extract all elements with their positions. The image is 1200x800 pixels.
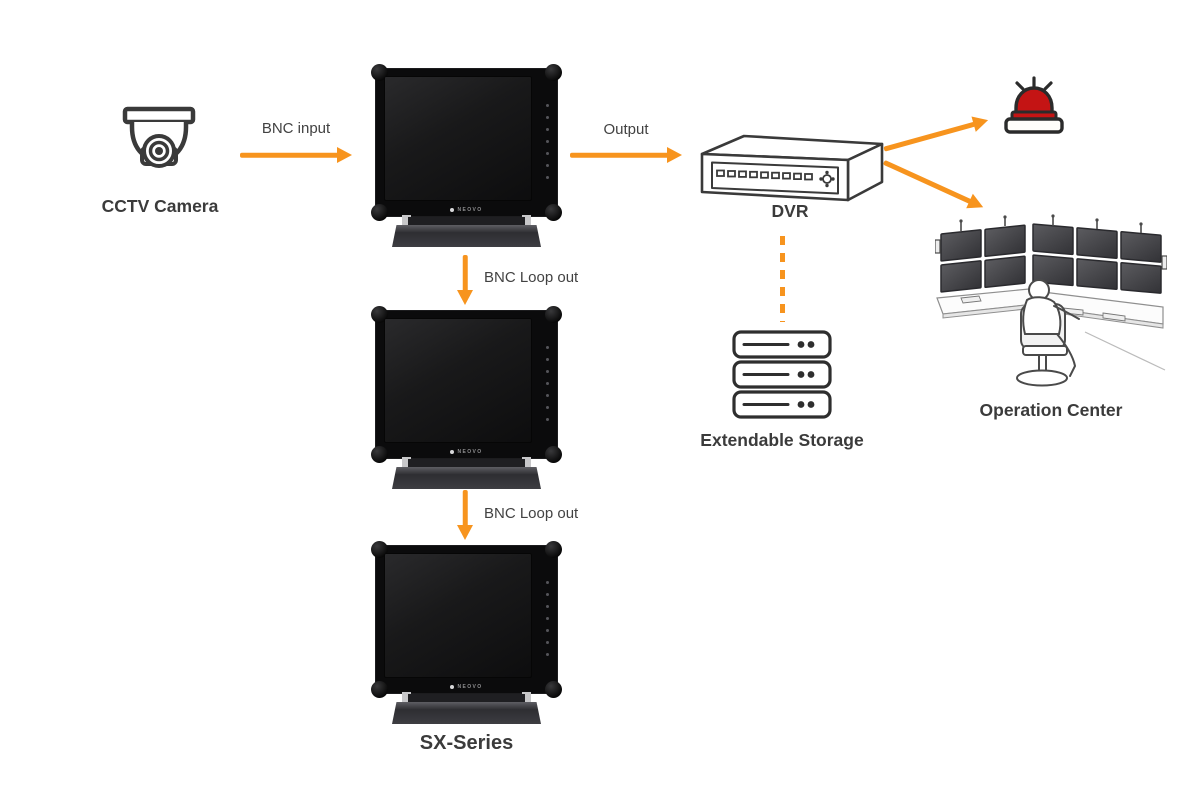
monitor-bezel: NEOVO <box>371 64 562 221</box>
stand-hinge <box>522 692 531 702</box>
arrow-head <box>667 147 682 163</box>
sx-monitor-middle: NEOVO <box>371 306 562 489</box>
storage-node <box>732 330 832 425</box>
brand-logo: NEOVO <box>375 207 558 213</box>
brand-logo: NEOVO <box>375 449 558 455</box>
stand-hinge <box>402 215 411 225</box>
bnc-loop-out-1-arrow <box>457 255 473 305</box>
corner-knob <box>545 64 562 81</box>
corner-knob <box>545 446 562 463</box>
corner-knob <box>371 306 388 323</box>
arrow-shaft <box>462 255 468 292</box>
corner-knob <box>371 446 388 463</box>
dvr-to-storage-dashed-line <box>780 236 785 322</box>
corner-knob <box>545 681 562 698</box>
arrow-head <box>337 147 352 163</box>
bnc-loop-out-2-arrow <box>457 490 473 540</box>
brand-logo-icon <box>450 208 455 212</box>
arrow-shaft <box>883 159 973 204</box>
output-label: Output <box>603 121 649 138</box>
arrow-shaft <box>462 490 468 527</box>
monitor-control-buttons <box>546 346 549 421</box>
monitor-screen <box>384 76 532 201</box>
corner-knob <box>545 306 562 323</box>
arrow-shaft <box>883 121 977 152</box>
monitor-screen <box>384 318 532 443</box>
brand-logo-icon <box>450 450 455 454</box>
stand-hinge <box>522 215 531 225</box>
corner-knob <box>371 681 388 698</box>
monitor-control-buttons <box>546 581 549 656</box>
server-stack-icon <box>732 330 832 419</box>
alarm-node <box>1003 70 1065 141</box>
corner-knob <box>545 204 562 221</box>
corner-knob <box>371 204 388 221</box>
stand-hinge <box>522 457 531 467</box>
dvr-box-icon <box>700 134 884 202</box>
corner-knob <box>371 64 388 81</box>
siren-alarm-icon <box>1004 76 1064 134</box>
monitor-stand-bracket <box>408 694 525 703</box>
dvr-to-operation-center-arrow <box>881 155 987 215</box>
monitor-screen <box>384 553 532 678</box>
sx-monitor-top: NEOVO <box>371 64 562 247</box>
arrow-shaft <box>240 152 339 158</box>
corner-knob <box>545 541 562 558</box>
monitor-stand-base <box>392 467 541 489</box>
cctv-camera-label: CCTV Camera <box>101 196 219 216</box>
arrow-head <box>457 525 473 540</box>
dvr-to-alarm-arrow <box>882 112 991 156</box>
bnc-input-arrow <box>240 147 352 163</box>
control-room-illustration <box>934 214 1168 387</box>
monitor-stand-bracket <box>408 459 525 468</box>
storage-label: Extendable Storage <box>700 430 864 450</box>
arrow-shaft <box>570 152 669 158</box>
sx-series-label: SX-Series <box>419 732 514 754</box>
monitor-stand-base <box>392 702 541 724</box>
monitor-bezel: NEOVO <box>371 541 562 698</box>
output-arrow <box>570 147 682 163</box>
dvr-node <box>700 124 885 214</box>
dome-camera-icon <box>122 106 196 168</box>
monitor-stand-bracket <box>408 217 525 226</box>
brand-logo: NEOVO <box>375 684 558 690</box>
arrow-head <box>971 112 991 132</box>
cctv-camera-node <box>115 106 203 191</box>
bnc-loop-out-1-label: BNC Loop out <box>484 269 579 286</box>
monitor-bezel: NEOVO <box>371 306 562 463</box>
brand-logo-text: NEOVO <box>457 684 483 690</box>
bnc-input-label: BNC input <box>261 120 331 137</box>
brand-logo-icon <box>450 685 455 689</box>
operation-center-label: Operation Center <box>979 400 1123 420</box>
sx-monitor-bottom: NEOVO <box>371 541 562 724</box>
stand-hinge <box>402 692 411 702</box>
monitor-control-buttons <box>546 104 549 179</box>
arrow-head <box>457 290 473 305</box>
brand-logo-text: NEOVO <box>457 207 483 213</box>
dvr-label: DVR <box>771 201 809 221</box>
bnc-loop-out-2-label: BNC Loop out <box>484 505 579 522</box>
operation-center-node <box>934 212 1168 402</box>
brand-logo-text: NEOVO <box>457 449 483 455</box>
corner-knob <box>371 541 388 558</box>
monitor-stand-base <box>392 225 541 247</box>
stand-hinge <box>402 457 411 467</box>
